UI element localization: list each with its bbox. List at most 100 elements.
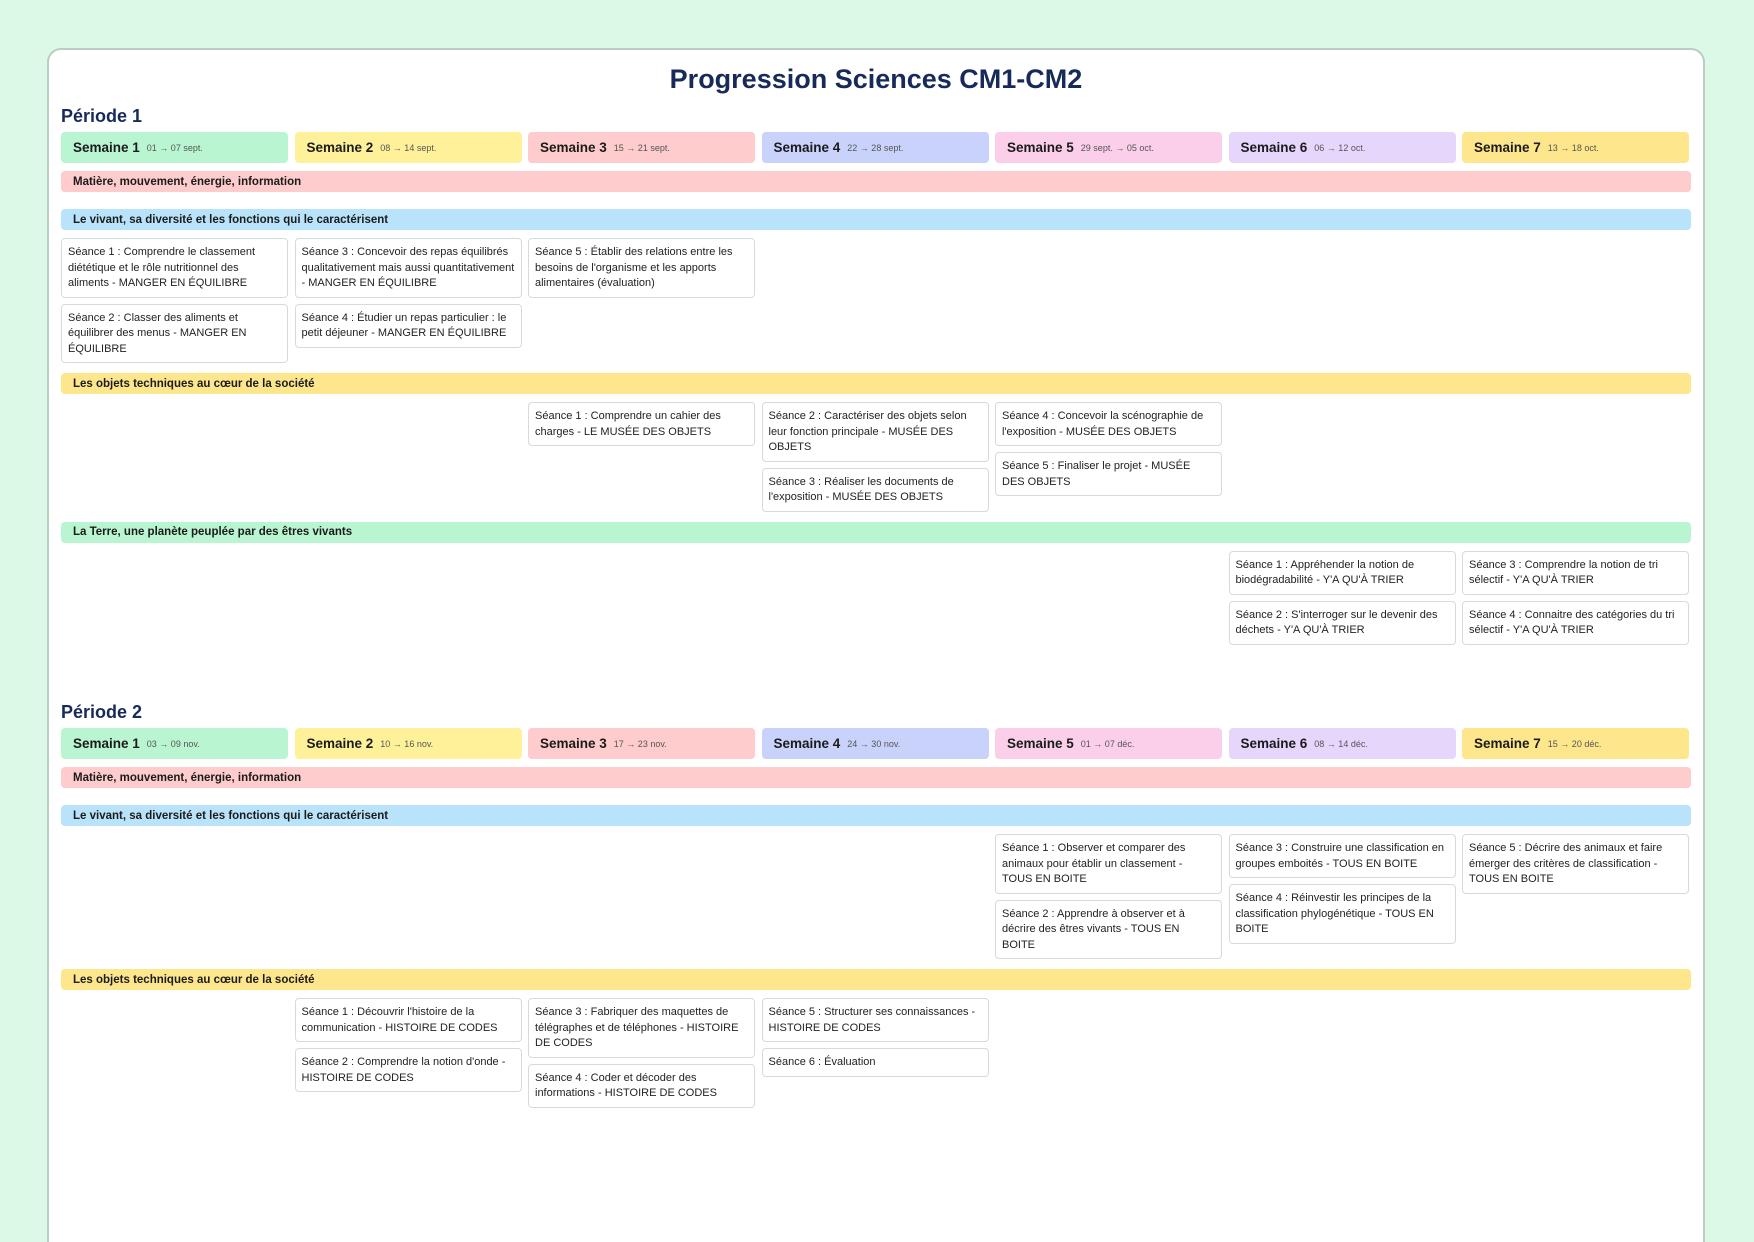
week-column: Séance 3 : Construire une classification…: [1228, 834, 1456, 959]
week-date: 24 → 30 nov.: [847, 738, 901, 749]
week-label: Semaine 7: [1474, 736, 1541, 751]
session-grid: Séance 1 : Appréhender la notion de biod…: [61, 550, 1691, 645]
session-card: Séance 4 : Coder et décoder des informat…: [528, 1063, 755, 1108]
session-card: Séance 4 : Réinvestir les principes de l…: [1228, 884, 1456, 944]
session-card: Séance 5 : Établir des relations entre l…: [528, 238, 755, 298]
page-title: Progression Sciences CM1-CM2: [669, 64, 1083, 94]
session-card: Séance 2 : Classer des aliments et équil…: [61, 303, 288, 363]
week-label: Semaine 2: [306, 140, 374, 155]
periode-section: Période 2 Semaine 1 03 → 09 nov. Semaine 2 1…: [61, 702, 1691, 1118]
week-column: Séance 5 : Établir des relations entre l…: [528, 238, 755, 363]
subject-bar: Les objets techniques au cœur de la soci…: [61, 373, 1691, 394]
week-column: Séance 5 : Décrire des animaux et faire …: [1462, 834, 1689, 959]
week-column: [295, 402, 522, 512]
week-column: [295, 551, 522, 645]
session-card: Séance 3 : Construire une classification…: [1228, 834, 1456, 878]
week-column: [995, 238, 1222, 363]
session-card: Séance 2 : Comprendre la notion d'onde -…: [294, 1048, 522, 1092]
session-card: Séance 4 : Connaitre des catégories du t…: [1462, 600, 1689, 645]
week-header: Semaine 4 22 → 28 sept.: [761, 132, 989, 163]
week-label: Semaine 5: [1007, 140, 1074, 155]
session-card: Séance 2 : S'interroger sur le devenir d…: [1228, 600, 1456, 645]
week-column: [1462, 998, 1689, 1108]
session-card: Séance 5 : Décrire des animaux et faire …: [1462, 834, 1689, 894]
week-date: 08 → 14 sept.: [380, 142, 437, 153]
periode-section: Période 1 Semaine 1 01 → 07 sept. Semaine 2…: [61, 106, 1691, 655]
session-card: Séance 4 : Étudier un repas particulier …: [294, 303, 522, 348]
week-label: Semaine 3: [540, 736, 607, 751]
week-column: Séance 1 : Comprendre un cahier des char…: [528, 402, 755, 512]
week-header: Semaine 7 15 → 20 déc.: [1462, 728, 1689, 759]
session-card: Séance 3 : Réaliser les documents de l'e…: [761, 467, 989, 512]
week-label: Semaine 4: [773, 140, 841, 155]
week-column: [61, 998, 288, 1108]
week-column: [1462, 402, 1689, 512]
week-label: Semaine 5: [1007, 736, 1074, 751]
week-date: 29 sept. → 05 oct.: [1080, 142, 1154, 153]
session-grid: Séance 1 : Observer et comparer des anim…: [61, 834, 1691, 959]
week-column: Séance 1 : Découvrir l'histoire de la co…: [294, 998, 522, 1108]
periode-title: Période 1: [61, 106, 143, 126]
week-column: [528, 551, 755, 645]
subject-bar: Matière, mouvement, énergie, information: [61, 767, 1691, 788]
week-column: [528, 834, 755, 959]
session-card: Séance 4 : Concevoir la scénographie de …: [995, 402, 1222, 446]
week-header: Semaine 1 01 → 07 sept.: [61, 132, 288, 163]
week-header: Semaine 2 08 → 14 sept.: [294, 132, 522, 163]
week-column: [1229, 238, 1456, 363]
week-column: [1229, 998, 1456, 1108]
week-column: Séance 3 : Comprendre la notion de tri s…: [1462, 550, 1689, 645]
week-date: 06 → 12 oct.: [1314, 142, 1366, 153]
week-date: 03 → 09 nov.: [146, 738, 200, 749]
week-date: 22 → 28 sept.: [847, 142, 904, 153]
week-date: 13 → 18 oct.: [1547, 142, 1599, 153]
week-column: [295, 834, 522, 959]
week-column: [61, 402, 288, 512]
session-card: Séance 1 : Comprendre le classement diét…: [61, 238, 288, 298]
weeks-row: Semaine 1 03 → 09 nov. Semaine 2 10 → 16 no…: [61, 728, 1691, 767]
week-date: 01 → 07 sept.: [146, 142, 203, 153]
periode-title: Période 2: [61, 702, 143, 722]
week-column: Séance 2 : Caractériser des objets selon…: [761, 402, 989, 512]
week-column: [1229, 402, 1456, 512]
week-column: [995, 551, 1222, 645]
session-grid: Séance 1 : Comprendre le classement diét…: [61, 238, 1691, 363]
subject-spacer: [61, 788, 1691, 805]
week-header: Semaine 1 03 → 09 nov.: [61, 728, 288, 759]
week-column: [995, 998, 1222, 1108]
session-card: Séance 1 : Appréhender la notion de biod…: [1228, 550, 1456, 595]
week-label: Semaine 2: [306, 736, 374, 751]
week-header: Semaine 5 01 → 07 déc.: [995, 728, 1222, 759]
week-date: 08 → 14 déc.: [1314, 738, 1368, 749]
weeks-row: Semaine 1 01 → 07 sept. Semaine 2 08 → 14 s…: [61, 132, 1691, 171]
session-card: Séance 3 : Fabriquer des maquettes de té…: [528, 998, 755, 1058]
session-card: Séance 2 : Apprendre à observer et à déc…: [995, 899, 1222, 959]
week-column: [762, 551, 989, 645]
week-label: Semaine 1: [73, 736, 140, 751]
subject-bar: Le vivant, sa diversité et les fonctions…: [61, 209, 1691, 230]
session-card: Séance 1 : Découvrir l'histoire de la co…: [294, 998, 522, 1042]
subject-bar: Matière, mouvement, énergie, information: [61, 171, 1691, 192]
week-column: [61, 834, 288, 959]
week-column: Séance 5 : Structurer ses connaissances …: [761, 998, 989, 1108]
week-column: Séance 1 : Comprendre le classement diét…: [61, 238, 288, 363]
week-label: Semaine 4: [773, 736, 841, 751]
week-label: Semaine 3: [540, 140, 607, 155]
session-grid: Séance 1 : Découvrir l'histoire de la co…: [61, 998, 1691, 1108]
week-date: 01 → 07 déc.: [1080, 738, 1135, 749]
session-card: Séance 5 : Finaliser le projet - MUSÉE D…: [995, 452, 1222, 496]
week-date: 10 → 16 nov.: [380, 738, 434, 749]
week-column: Séance 4 : Concevoir la scénographie de …: [995, 402, 1222, 512]
session-card: Séance 3 : Concevoir des repas équilibré…: [294, 238, 522, 298]
week-column: [61, 551, 288, 645]
week-label: Semaine 1: [73, 140, 140, 155]
week-date: 15 → 20 déc.: [1547, 738, 1602, 749]
subject-bar: La Terre, une planète peuplée par des êt…: [61, 521, 1691, 543]
progression-page: Progression Sciences CM1-CM2 Période 1 Se…: [47, 48, 1705, 1242]
week-column: Séance 1 : Observer et comparer des anim…: [995, 834, 1222, 959]
session-card: Séance 3 : Comprendre la notion de tri s…: [1462, 550, 1689, 595]
